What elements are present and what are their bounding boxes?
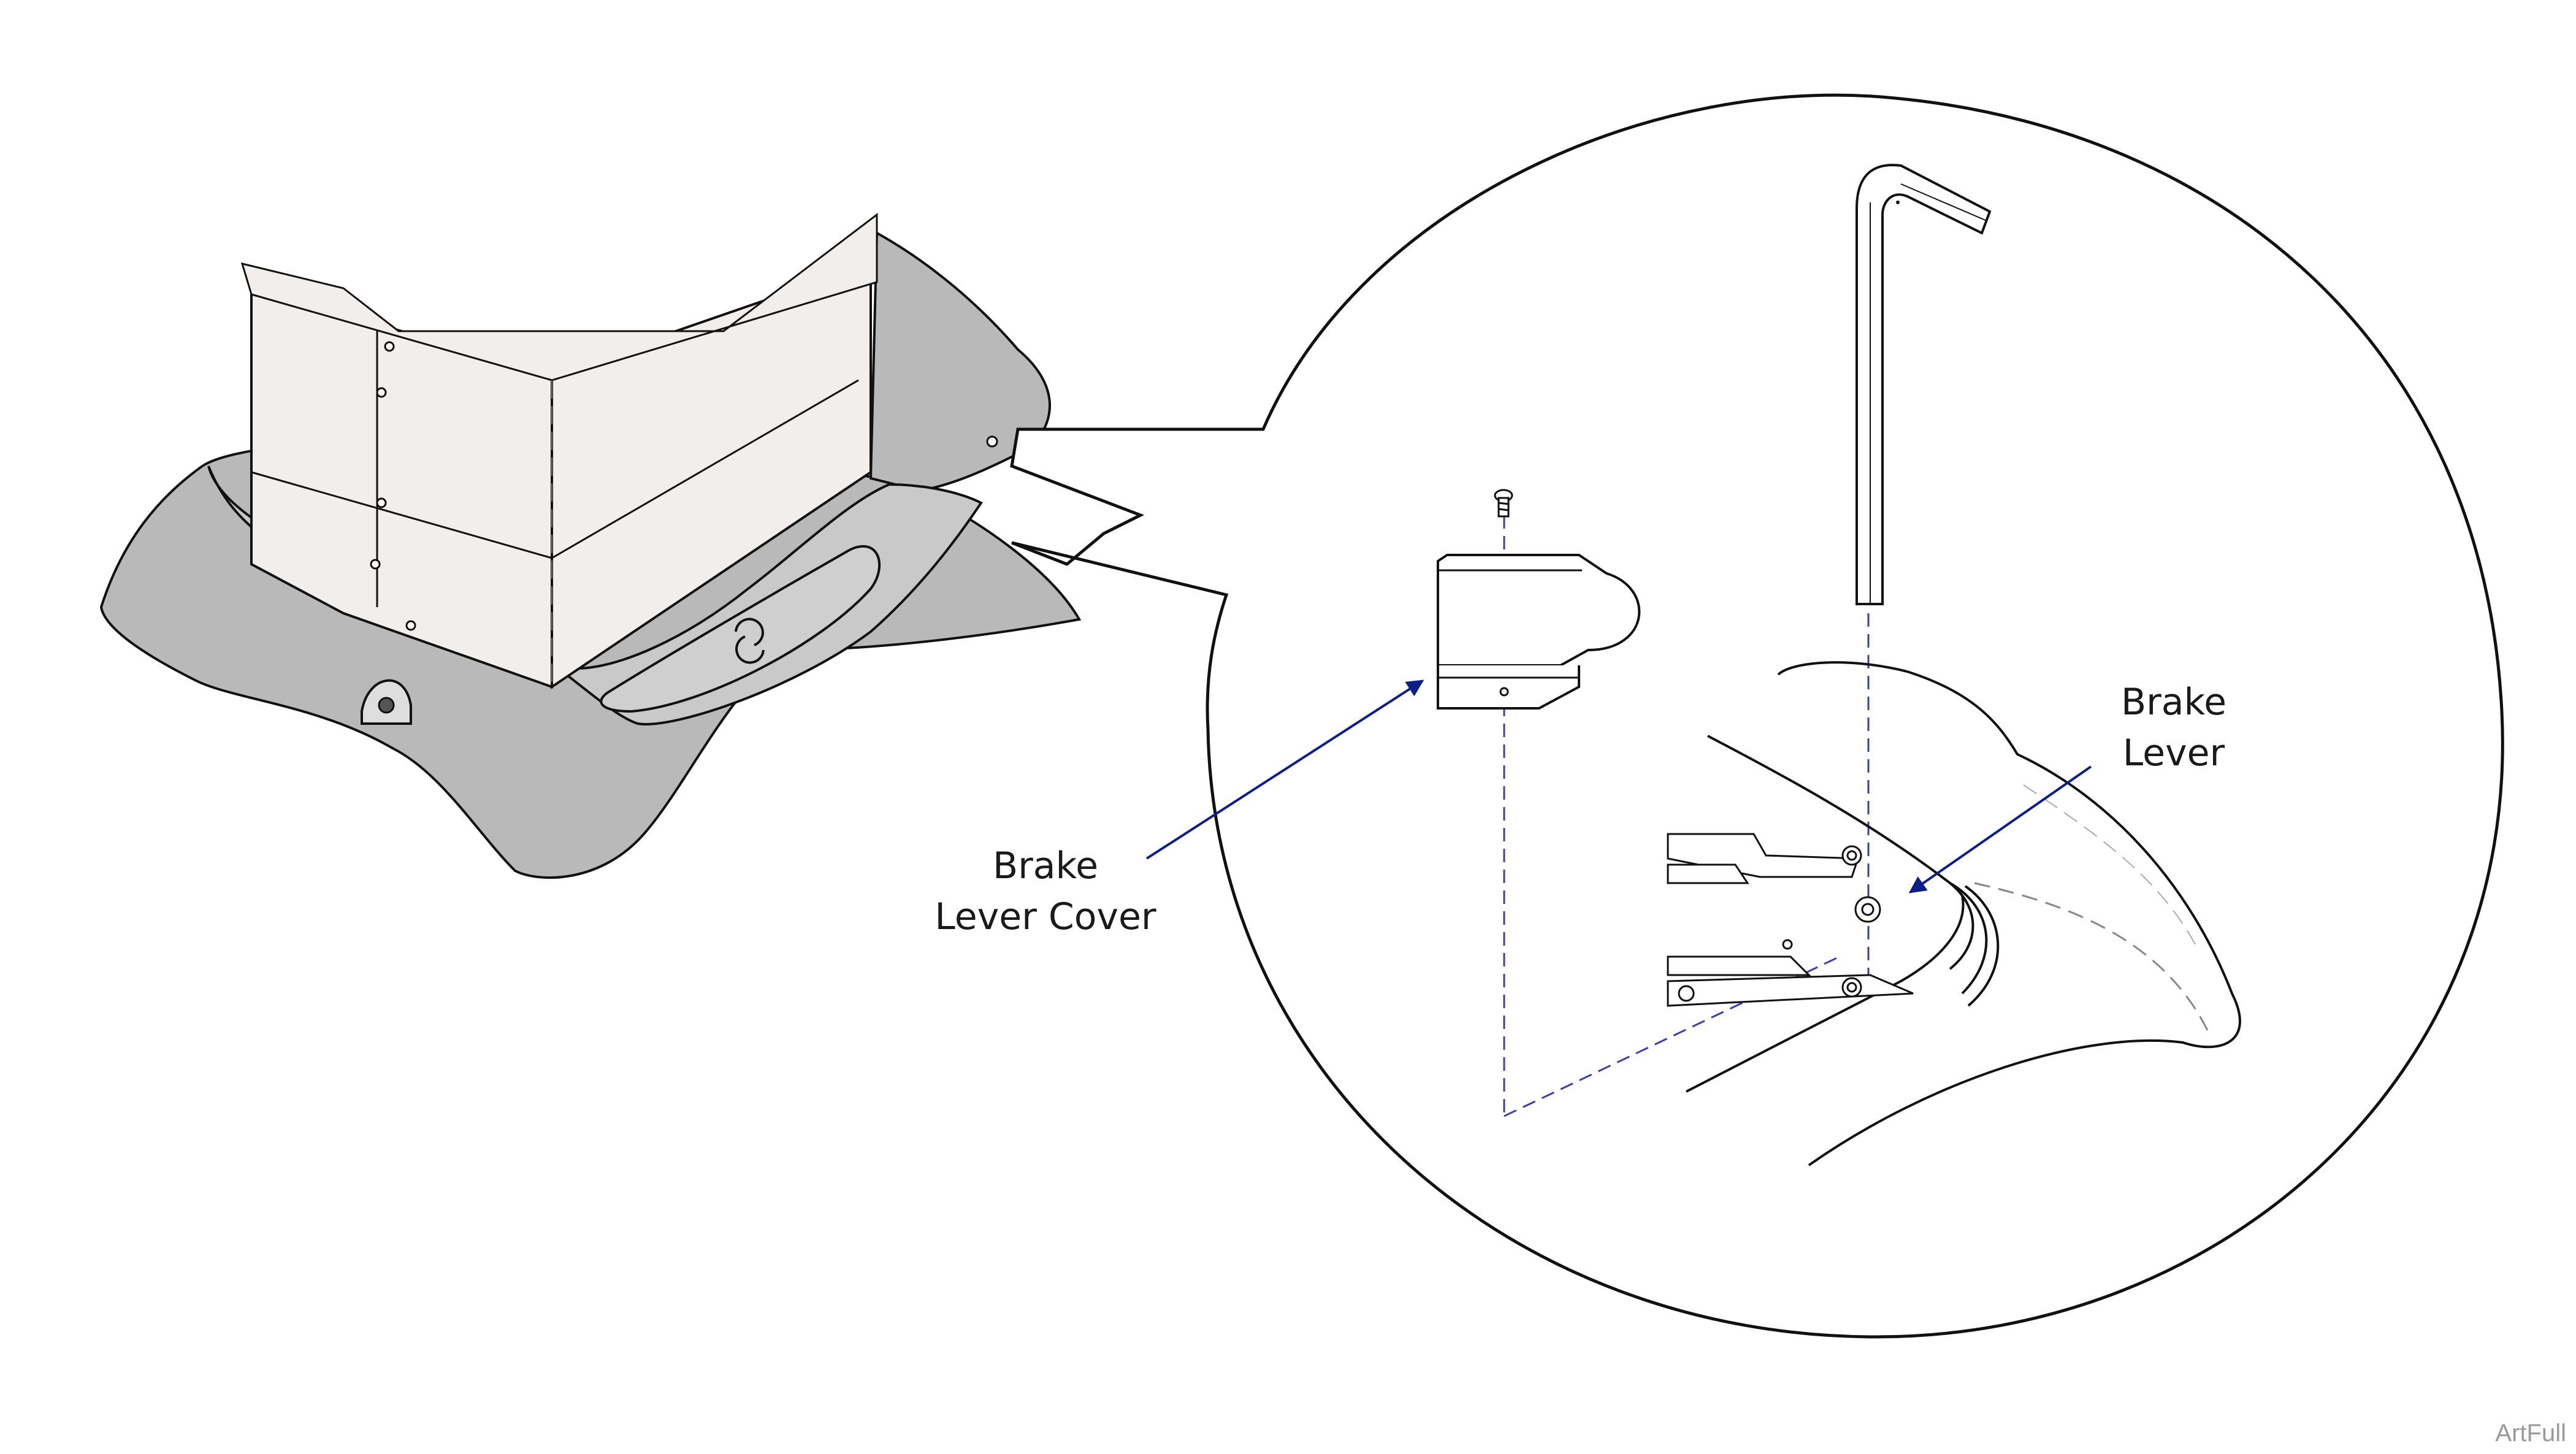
shell-contour-dashes-2 [2023,784,2196,945]
label-brake-lever-cover-line2: Lever Cover [934,895,1156,938]
table-base-overview [99,212,1082,879]
base-rear-flare [869,231,1051,492]
detail-view [1437,164,2241,1166]
column-screws [370,341,998,631]
label-brake-lever-cover-line1: Brake [993,844,1098,887]
brake-pedal-recess [600,545,881,713]
column-band-left [251,471,552,559]
rotate-arrows-icon [735,618,765,664]
brake-lever-cover-part [1437,554,1641,710]
label-brake-lever-line2: Lever [2123,732,2225,775]
column-band-right [551,379,859,559]
caster-bolt [378,697,395,714]
zoom-callout-bubble [1010,93,2504,1339]
hex-key-icon [1856,164,1992,605]
shell-contour-dashes [1974,882,2209,1031]
alignment-dashes [1503,515,1870,1117]
brake-mechanism [1667,833,1914,1007]
label-brake-lever-line1: Brake [2121,681,2226,724]
screw-icon [1494,489,1513,518]
base-shell-detail [1686,661,2241,1166]
leader-brake-lever-cover [1145,679,1424,860]
column-top-cut [240,212,878,381]
leader-brake-lever [1908,765,2092,893]
artfull-watermark: ArtFull [2495,1420,2566,1447]
